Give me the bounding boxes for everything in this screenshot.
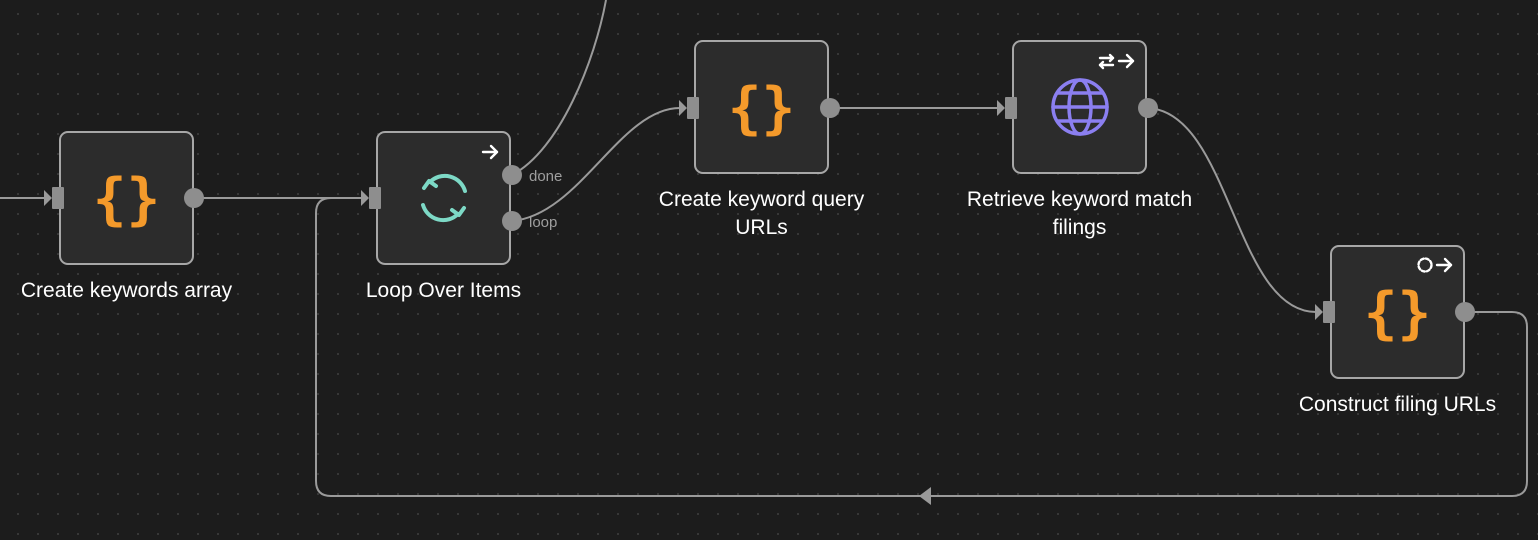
output-port[interactable] <box>1138 98 1158 118</box>
node-label: Construct filing URLs <box>1299 393 1496 416</box>
input-port[interactable] <box>687 97 699 119</box>
node-loop-over-items[interactable]: done loop Loop Over Items <box>366 131 562 302</box>
connection-done-output[interactable] <box>511 0 607 176</box>
input-port[interactable] <box>1323 301 1335 323</box>
code-braces-icon: {} <box>93 167 160 232</box>
node-label: Create keywords array <box>21 279 233 302</box>
dashed-circle-arrow-right-icon <box>1417 257 1453 273</box>
arrow-right-icon <box>481 144 499 160</box>
loop-arrow-right-icon <box>1098 53 1135 70</box>
code-braces-icon: {} <box>728 76 795 141</box>
node-create-keywords-array[interactable]: {} Create keywords array <box>21 131 233 302</box>
input-port[interactable] <box>369 187 381 209</box>
connection-loop-to-create-keyword-query-urls[interactable] <box>511 107 681 222</box>
output-port[interactable] <box>820 98 840 118</box>
node-label-line-1: Retrieve keyword match <box>967 188 1192 211</box>
globe-icon <box>1051 78 1109 136</box>
node-retrieve-keyword-match-filings[interactable]: Retrieve keyword match filings <box>967 40 1192 239</box>
connection-retrieve-keyword-match-filings-to-construct-filing-urls[interactable] <box>1147 107 1317 313</box>
output-port[interactable] <box>1455 302 1475 322</box>
output-label-done: done <box>529 168 562 185</box>
output-port[interactable] <box>184 188 204 208</box>
arrowhead-icon <box>1315 304 1323 320</box>
node-label-line-2: URLs <box>735 216 788 239</box>
node-label-line-2: filings <box>1053 216 1107 239</box>
node-construct-filing-urls[interactable]: {} Construct filing URLs <box>1299 245 1496 416</box>
arrowhead-icon <box>361 190 369 206</box>
connections <box>0 0 1528 505</box>
arrowhead-icon <box>997 100 1005 116</box>
output-port-done[interactable] <box>502 165 522 185</box>
arrowhead-icon <box>44 190 52 206</box>
loop-arrows-icon <box>421 173 467 223</box>
return-arrow-icon <box>919 487 931 505</box>
output-port-loop[interactable] <box>502 211 522 231</box>
node-create-keyword-query-urls[interactable]: {} Create keyword query URLs <box>659 40 865 239</box>
arrowhead-icon <box>679 100 687 116</box>
input-port[interactable] <box>52 187 64 209</box>
node-label: Loop Over Items <box>366 279 521 302</box>
output-label-loop: loop <box>529 214 557 231</box>
input-port[interactable] <box>1005 97 1017 119</box>
code-braces-icon: {} <box>1364 281 1431 346</box>
node-label-line-1: Create keyword query <box>659 188 865 211</box>
